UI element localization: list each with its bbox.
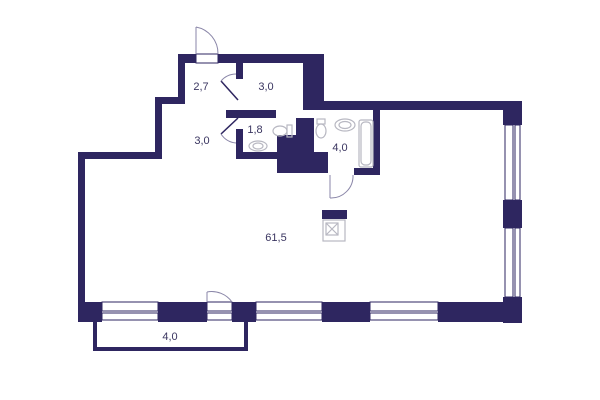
room-area-storage: 3,0: [258, 81, 274, 93]
windows: [101, 53, 521, 321]
fixtures: [248, 118, 374, 242]
room-area-balcony: 4,0: [162, 331, 178, 343]
room-area-hall-lower: 3,0: [194, 135, 210, 147]
room-area-hall-upper: 2,7: [193, 81, 209, 93]
room-area-living-room: 61,5: [265, 232, 287, 244]
doors: [195, 26, 354, 303]
room-area-bathroom: 4,0: [332, 142, 348, 154]
balcony-outline: [93, 322, 248, 351]
room-area-wc: 1,8: [247, 124, 263, 136]
walls: [78, 54, 522, 323]
